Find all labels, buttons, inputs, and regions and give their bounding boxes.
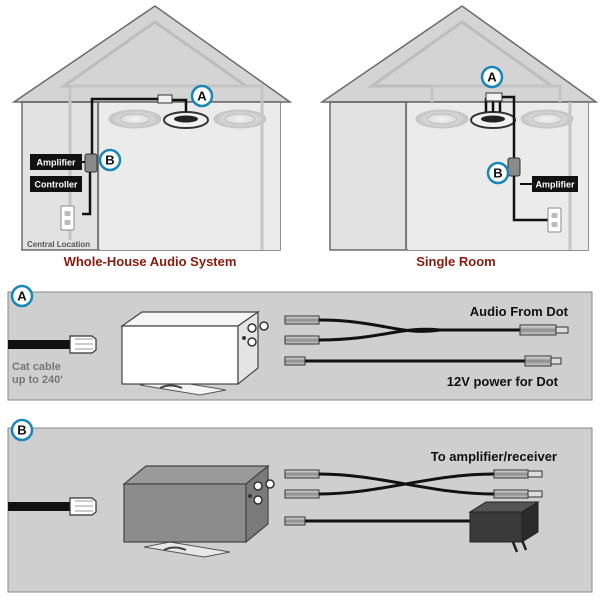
amplifier-label-right: Amplifier xyxy=(535,180,575,190)
amplifier-box xyxy=(30,154,82,170)
power-cable-icon xyxy=(284,355,562,367)
house-left: Amplifier Controller Central Location A … xyxy=(11,5,293,251)
panel-b-marker: B xyxy=(10,418,34,442)
house-right: Amplifier A B xyxy=(319,5,599,251)
power-for-dot-label: 12V power for Dot xyxy=(447,374,559,389)
central-location-label: Central Location xyxy=(27,240,90,249)
audio-rca-cable-icon xyxy=(284,469,543,499)
panel-a-marker: A xyxy=(10,284,34,308)
marker-b-right: B xyxy=(486,161,510,185)
ceiling-speaker-icon xyxy=(520,109,574,129)
svg-text:B: B xyxy=(493,166,502,181)
svg-text:A: A xyxy=(17,289,27,304)
panel-a: A Cat cable up to 240' xyxy=(7,284,593,401)
amplifier-label: Amplifier xyxy=(36,158,76,168)
wall-outlet-icon xyxy=(547,207,562,233)
svg-text:B: B xyxy=(17,423,26,438)
svg-text:A: A xyxy=(487,70,497,85)
house-left-roof xyxy=(11,5,293,103)
caption-single-room: Single Room xyxy=(416,254,495,269)
ceiling-speaker-icon xyxy=(415,109,469,129)
to-amplifier-label: To amplifier/receiver xyxy=(431,449,557,464)
controller-label: Controller xyxy=(34,180,77,190)
cat-cable-icon xyxy=(8,340,70,349)
marker-a-right: A xyxy=(480,65,504,89)
dot-adapter-box-icon xyxy=(120,310,269,396)
controller-box xyxy=(30,176,82,192)
cat-cable-label-line2: up to 240' xyxy=(12,374,63,386)
marker-b-left: B xyxy=(98,148,122,172)
panel-b: B xyxy=(7,418,593,593)
module-a-icon xyxy=(485,92,503,102)
caption-whole-house: Whole-House Audio System xyxy=(64,254,237,269)
ceiling-speaker-icon xyxy=(213,109,267,129)
wall-outlet-icon xyxy=(60,205,75,231)
svg-text:A: A xyxy=(197,89,207,104)
cat-cable-icon xyxy=(8,502,70,511)
module-a-icon xyxy=(157,94,173,104)
audio-from-dot-label: Audio From Dot xyxy=(470,304,569,319)
module-b-icon xyxy=(84,153,98,173)
amp-adapter-box-icon xyxy=(122,464,275,558)
cat-cable-label-line1: Cat cable xyxy=(12,361,61,373)
audio-y-cable-icon xyxy=(284,315,569,345)
marker-a-left: A xyxy=(190,84,214,108)
module-b-icon xyxy=(507,157,521,177)
power-adapter-icon xyxy=(284,501,540,553)
house-right-roof xyxy=(319,5,599,103)
svg-text:B: B xyxy=(105,153,114,168)
ceiling-speaker-icon xyxy=(108,109,162,129)
amplifier-box xyxy=(532,176,578,192)
